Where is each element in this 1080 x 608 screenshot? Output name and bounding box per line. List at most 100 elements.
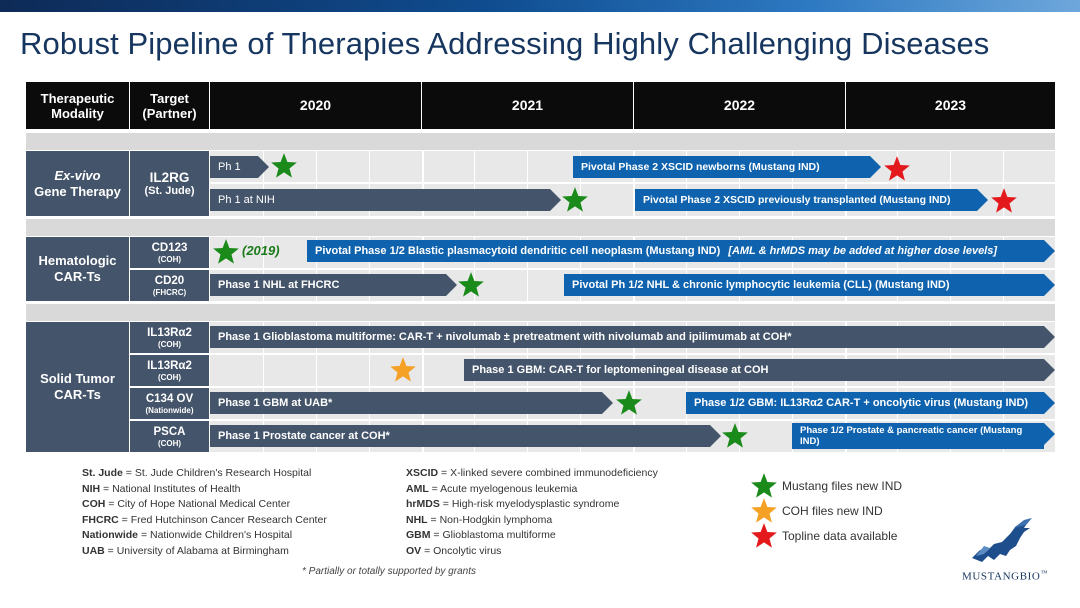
bar-label: Phase 1 Prostate cancer at COH* xyxy=(218,430,390,442)
bar-il2rg-ph1: Ph 1 xyxy=(210,156,269,178)
target-partner: (COH) xyxy=(157,438,182,448)
section-separator xyxy=(26,304,1055,321)
bar-cd123-pivotal: Pivotal Phase 1/2 Blastic plasmacytoid d… xyxy=(307,240,1055,262)
target-name: CD123 xyxy=(151,241,188,254)
gridline xyxy=(897,237,898,301)
target-cd20: CD20 (FHCRC) xyxy=(130,270,209,301)
section-separator xyxy=(26,219,1055,236)
bar-psca-ph1: Phase 1 Prostate cancer at COH* xyxy=(210,425,721,447)
target-il13ra2-b: IL13Rα2 (COH) xyxy=(130,355,209,386)
bar-il13ra2-leptomeningeal: Phase 1 GBM: CAR-T for leptomeningeal di… xyxy=(464,359,1055,381)
bar-il2rg-ph1-nih: Ph 1 at NIH xyxy=(210,189,561,211)
bar-label: Ph 1 at NIH xyxy=(218,194,275,206)
abbreviation-list-right: XSCID = X-linked severe combined immunod… xyxy=(406,466,658,559)
key-label-mustang: Mustang files new IND xyxy=(782,479,903,493)
bar-label: Pivotal Phase 2 XSCID newborns (Mustang … xyxy=(581,161,820,173)
gridline xyxy=(527,151,528,216)
bar-label: Pivotal Phase 1/2 Blastic plasmacytoid d… xyxy=(315,245,721,257)
gridline xyxy=(580,151,581,216)
bar-label: Pivotal Ph 1/2 NHL & chronic lymphocytic… xyxy=(572,279,950,291)
abbreviation-item: St. Jude = St. Jude Children's Research … xyxy=(82,467,312,479)
gridline xyxy=(633,151,635,216)
gridline xyxy=(474,237,475,301)
target-partner: (COH) xyxy=(157,339,182,349)
target-partner: (FHCRC) xyxy=(152,287,187,297)
gridline xyxy=(739,151,740,216)
gridline xyxy=(739,322,740,452)
gridline xyxy=(739,237,740,301)
bar-il2rg-pivotal-newborns: Pivotal Phase 2 XSCID newborns (Mustang … xyxy=(573,156,881,178)
green-star-icon xyxy=(212,238,240,266)
abbreviation-item: COH = City of Hope National Medical Cent… xyxy=(82,498,291,510)
section-separator xyxy=(26,133,1055,150)
key-label-coh: COH files new IND xyxy=(782,504,883,518)
gridline xyxy=(580,237,581,301)
target-name: IL2RG xyxy=(149,169,190,185)
header-year-2023: 2023 xyxy=(846,82,1055,129)
gridline xyxy=(950,151,951,216)
bar-cd20-ph1: Phase 1 NHL at FHCRC xyxy=(210,274,457,296)
gridline xyxy=(422,151,424,216)
green-star-icon xyxy=(721,422,749,450)
company-logo-text: MUSTANGBIO™ xyxy=(962,569,1048,583)
gridline xyxy=(845,151,847,216)
gridline xyxy=(1003,237,1004,301)
bar-label: Pivotal Phase 2 XSCID previously transpl… xyxy=(643,194,951,206)
gridline xyxy=(474,322,475,452)
gridline xyxy=(263,322,264,452)
abbreviation-item: GBM = Glioblastoma multiforme xyxy=(406,529,556,541)
gridline xyxy=(950,322,951,452)
gridline xyxy=(950,237,951,301)
target-il13ra2-a: IL13Rα2 (COH) xyxy=(130,322,209,353)
abbreviation-item: FHCRC = Fred Hutchinson Cancer Research … xyxy=(82,513,327,526)
gridline xyxy=(369,237,370,301)
bar-label: Phase 1/2 Prostate & pancreatic cancer (… xyxy=(800,425,1023,447)
gridline xyxy=(1003,322,1004,452)
gridline xyxy=(792,151,793,216)
target-partner: (St. Jude) xyxy=(144,184,195,197)
gridline xyxy=(316,322,317,452)
bar-psca-ph12: Phase 1/2 Prostate & pancreatic cancer (… xyxy=(792,423,1055,449)
gridline xyxy=(369,322,370,452)
key-label-topline: Topline data available xyxy=(782,529,898,543)
target-name: C134 OV xyxy=(145,392,194,405)
target-partner: (Nationwide) xyxy=(145,405,194,415)
gridline xyxy=(316,237,317,301)
target-c134-ov: C134 OV (Nationwide) xyxy=(130,388,209,419)
gridline xyxy=(263,237,264,301)
bar-label: Phase 1 GBM: CAR-T for leptomeningeal di… xyxy=(472,364,769,376)
target-name: CD20 xyxy=(154,274,185,287)
mustang-horse-logo-icon xyxy=(966,516,1038,568)
gridline xyxy=(316,151,317,216)
orange-star-icon xyxy=(389,356,417,384)
abbreviation-list-left: St. Jude = St. Jude Children's Research … xyxy=(82,466,327,559)
red-star-icon xyxy=(750,522,778,550)
header-year-2021: 2021 xyxy=(422,82,633,129)
header-year-2022: 2022 xyxy=(634,82,845,129)
green-star-icon xyxy=(561,186,589,214)
gridline xyxy=(845,322,847,452)
green-star-icon xyxy=(457,271,485,299)
gridline xyxy=(369,151,370,216)
green-star-icon xyxy=(270,152,298,180)
gridline xyxy=(633,322,635,452)
gridline xyxy=(474,151,475,216)
gridline xyxy=(633,237,635,301)
orange-star-icon xyxy=(750,497,778,525)
bar-label: Phase 1 GBM at UAB* xyxy=(218,397,333,409)
gridline xyxy=(897,151,898,216)
bar-c134-ph12: Phase 1/2 GBM: IL13Rα2 CAR-T + oncolytic… xyxy=(686,392,1055,414)
gridline xyxy=(580,322,581,452)
gridline xyxy=(422,237,424,301)
gridline xyxy=(792,322,793,452)
gridline xyxy=(792,237,793,301)
abbreviation-item: NIH = National Institutes of Health xyxy=(82,482,241,495)
gridline xyxy=(263,151,264,216)
gridline xyxy=(686,151,687,216)
red-star-icon xyxy=(883,155,911,183)
abbreviation-item: Nationwide = Nationwide Children's Hospi… xyxy=(82,529,293,541)
bar-label: Phase 1 NHL at FHCRC xyxy=(218,279,340,291)
gridline xyxy=(527,322,528,452)
gridline xyxy=(1003,151,1004,216)
